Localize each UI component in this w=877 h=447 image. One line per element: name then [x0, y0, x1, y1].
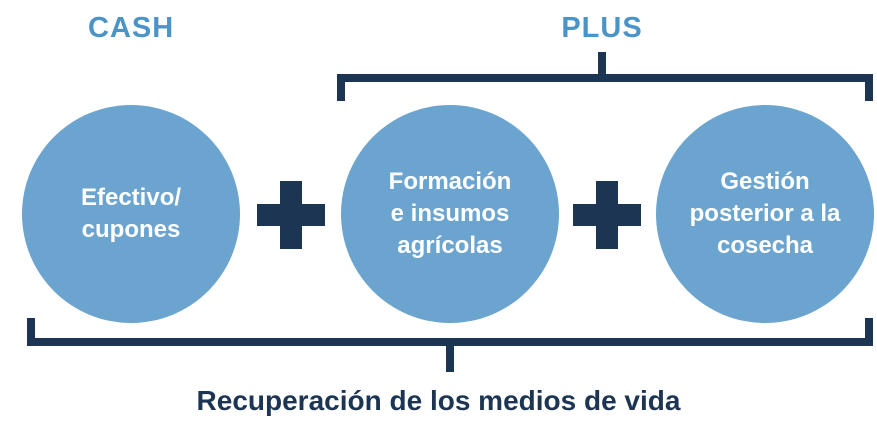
circle-text-line: Formación — [388, 168, 512, 196]
post-harvest-circle: Gestión posterior a la cosecha — [656, 105, 874, 323]
cash-heading: CASH — [88, 12, 175, 44]
circle-text-line: posterior a la — [689, 200, 841, 228]
livelihoods-caption: Recuperación de los medios de vida — [196, 385, 681, 416]
cash-circle: Efectivo/ cupones — [22, 105, 240, 323]
plus-icon — [573, 181, 641, 249]
training-inputs-circle: Formación e insumos agrícolas — [341, 105, 559, 323]
circle-text-line: agrícolas — [397, 231, 503, 259]
plus-group-bracket — [337, 74, 873, 101]
circle-text-line: Gestión — [720, 168, 810, 196]
plus-heading: PLUS — [561, 12, 643, 44]
plus-icon — [257, 181, 325, 249]
circle-text-line: cosecha — [716, 231, 814, 259]
plus-icon-vertical-bar — [280, 181, 302, 249]
plus-icon-vertical-bar — [596, 181, 618, 249]
circle-text-line: e insumos — [390, 200, 510, 228]
circle-text-line: cupones — [81, 216, 181, 243]
livelihoods-group-bracket — [27, 318, 873, 346]
plus-bracket-stem — [598, 52, 606, 76]
circle-text-line: Efectivo/ — [80, 184, 182, 212]
livelihoods-bracket-stem — [446, 344, 454, 372]
